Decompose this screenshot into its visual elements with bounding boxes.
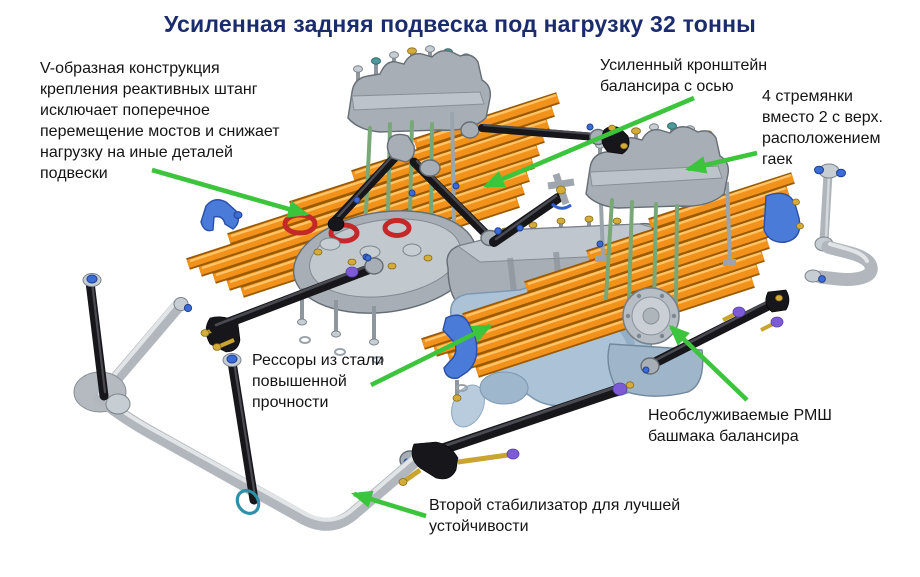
callout-arrows — [151, 95, 758, 519]
annotation-stabilizer: Второй стабилизатор для лучшей устойчиво… — [429, 497, 681, 535]
annotation-rmsh: Необслуживаемые РМШ башмака балансира — [648, 407, 832, 445]
v-reaction-rods — [327, 121, 630, 247]
lower-reaction-rod-left — [200, 254, 384, 353]
arrow-springs — [369, 323, 493, 388]
arrow-u-bolts — [684, 150, 758, 174]
annotation-balancer-bracket: Усиленный кронштейн балансира с осью — [600, 57, 768, 95]
annotation-u-bolts: 4 стремянки вместо 2 с верх. расположени… — [762, 88, 883, 168]
reaction-rod-mount-flange — [282, 210, 478, 364]
spring-shackle-left — [200, 199, 243, 232]
arrow-v-brace — [151, 167, 310, 218]
arrow-stabilizer — [350, 490, 427, 519]
page-title: Усиленная задняя подвеска под нагрузку 3… — [163, 11, 757, 37]
stabilizer-link-right — [763, 163, 878, 286]
stabilizer-bar-assembly — [73, 273, 520, 531]
spring-shackle-right — [442, 314, 478, 402]
annotation-v-brace: V-образная конструкция крепления реактив… — [40, 60, 280, 182]
arrow-balancer-bracket — [483, 95, 695, 189]
annotation-springs: Рессоры из стали повышенной прочности — [252, 352, 384, 411]
lower-reaction-rod-right — [640, 289, 790, 375]
lower-reaction-rod-center — [399, 381, 635, 470]
arrow-rmsh — [668, 324, 749, 402]
left-spring-bracket — [347, 45, 492, 133]
